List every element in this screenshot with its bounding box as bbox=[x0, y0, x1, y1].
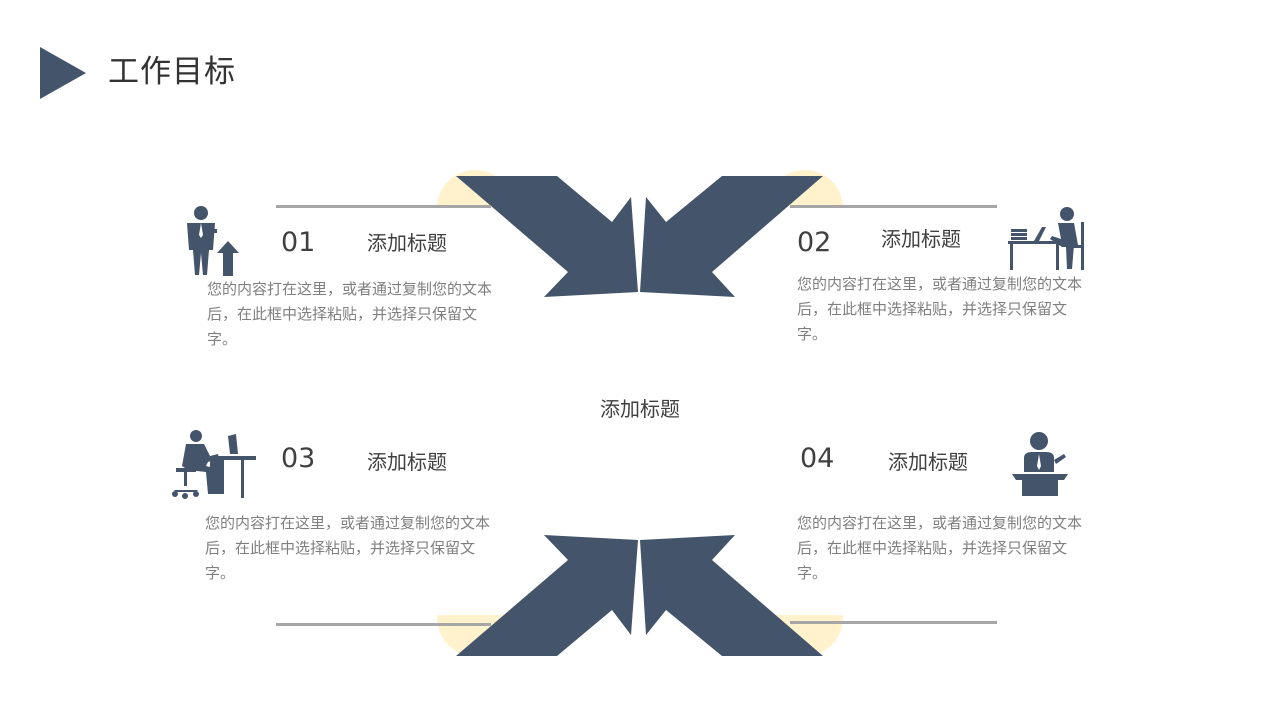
divider-line bbox=[790, 205, 997, 208]
item-number: 01 bbox=[281, 227, 316, 258]
title-triangle-icon bbox=[40, 47, 86, 99]
item-text: 您的内容打在这里，或者通过复制您的文本后，在此框中选择粘贴，并选择只保留文字。 bbox=[205, 514, 491, 582]
item-heading: 添加标题 bbox=[881, 227, 961, 251]
page-title: 工作目标 bbox=[108, 54, 236, 90]
businessman-growth-icon bbox=[187, 206, 239, 276]
arrow-top-right bbox=[640, 176, 823, 297]
divider-line bbox=[276, 205, 491, 208]
speaker-at-podium-icon bbox=[1012, 432, 1068, 496]
item-text: 您的内容打在这里，或者通过复制您的文本后，在此框中选择粘贴，并选择只保留文字。 bbox=[207, 280, 493, 348]
item-heading: 添加标题 bbox=[888, 450, 968, 474]
arrow-bottom-right bbox=[640, 535, 823, 656]
person-at-computer-icon bbox=[172, 430, 256, 499]
center-title: 添加标题 bbox=[600, 397, 680, 421]
person-at-desk-icon bbox=[1008, 207, 1084, 270]
item-text: 您的内容打在这里，或者通过复制您的文本后，在此框中选择粘贴，并选择只保留文字。 bbox=[797, 514, 1083, 582]
item-number: 03 bbox=[281, 443, 316, 474]
item-heading: 添加标题 bbox=[367, 450, 447, 474]
item-number: 04 bbox=[800, 443, 835, 474]
arrow-top-left bbox=[456, 176, 638, 297]
item-number: 02 bbox=[797, 227, 832, 258]
divider-line bbox=[790, 621, 997, 624]
item-heading: 添加标题 bbox=[367, 231, 447, 255]
item-text: 您的内容打在这里，或者通过复制您的文本后，在此框中选择粘贴，并选择只保留文字。 bbox=[797, 275, 1083, 343]
arrow-bottom-left bbox=[456, 535, 638, 656]
divider-line bbox=[276, 623, 491, 626]
